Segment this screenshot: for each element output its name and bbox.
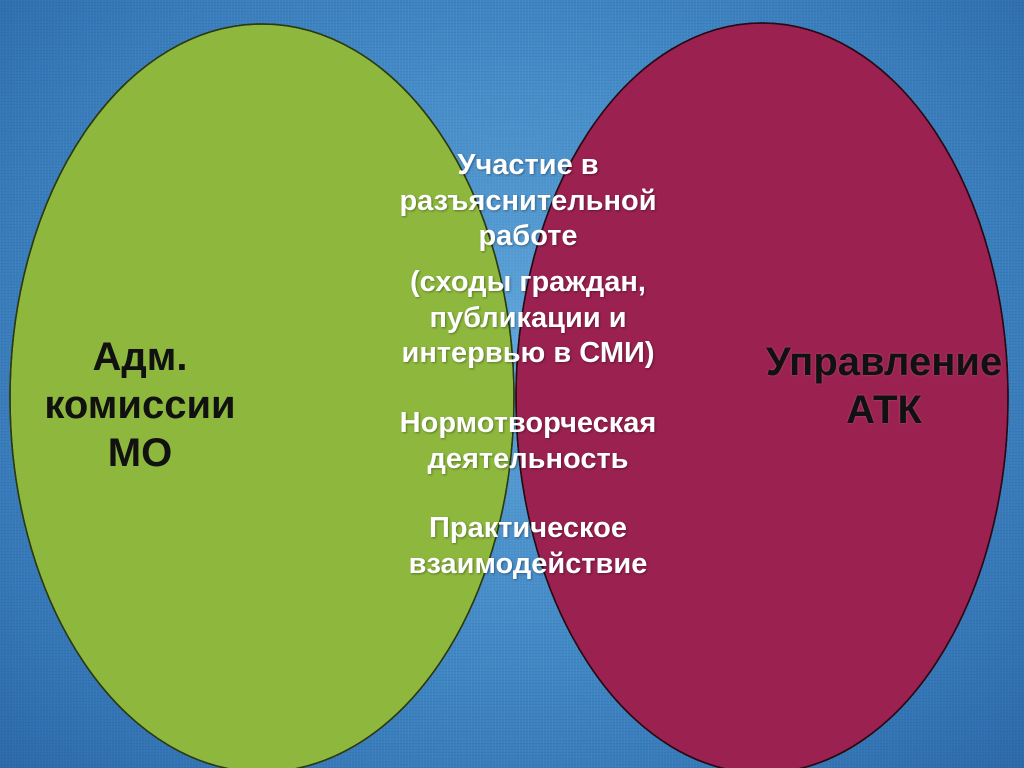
intersection-item-explanatory-work: Участие в разъяснительной работе	[399, 149, 657, 253]
right-circle-label: Управление АТК	[765, 340, 1003, 432]
intersection-item-rulemaking: Нормотворческая деятельность	[399, 406, 657, 475]
left-circle-label: Адм. комиссии МО	[44, 335, 236, 475]
intersection-item-practical-cooperation: Практическое взаимодействие	[408, 512, 648, 580]
left-circle-outline	[9, 23, 515, 768]
intersection-item-explanatory-details: (сходы граждан, публикации и интервью в …	[401, 265, 655, 370]
intersection-text: Участие в разъяснительной работе (сходы …	[352, 148, 704, 583]
right-circle-outline	[515, 22, 1009, 768]
